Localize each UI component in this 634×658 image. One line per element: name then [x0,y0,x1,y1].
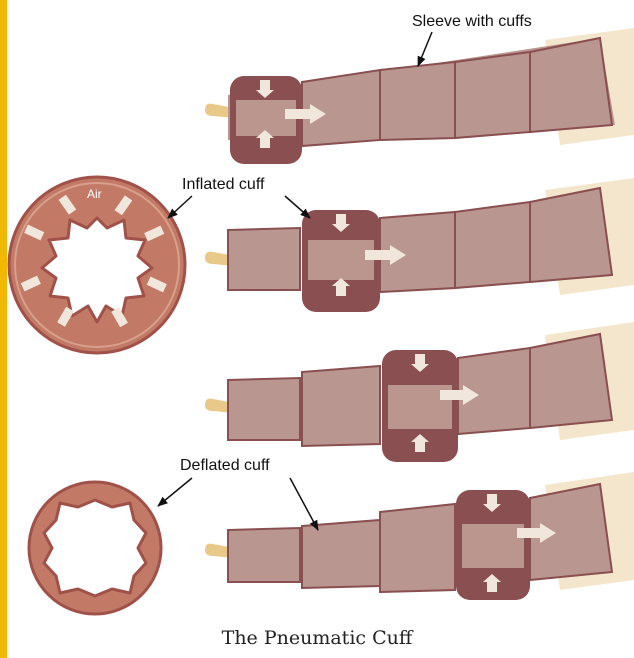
label-inflated-cuff: Inflated cuff [182,176,264,194]
label-air: Air [87,187,102,201]
sleeve-row-4 [205,472,634,600]
label-deflated-cuff: Deflated cuff [180,457,270,475]
figure-caption: The Pneumatic Cuff [0,627,634,649]
arrow-deflated-cuff [290,478,318,530]
sleeve-row-2 [205,178,634,312]
arrow-inflated-cuff [285,196,310,218]
arrow-sleeve [418,32,432,66]
inflated-cuff-cross-section [9,177,185,353]
sleeve-row-3 [205,322,634,462]
deflated-cuff-cross-section [29,482,161,614]
label-sleeve-with-cuffs: Sleeve with cuffs [412,13,532,31]
arrow-inflated-cross [168,196,192,218]
sleeve-row-1 [205,28,634,164]
arrow-deflated-cross [158,478,192,506]
